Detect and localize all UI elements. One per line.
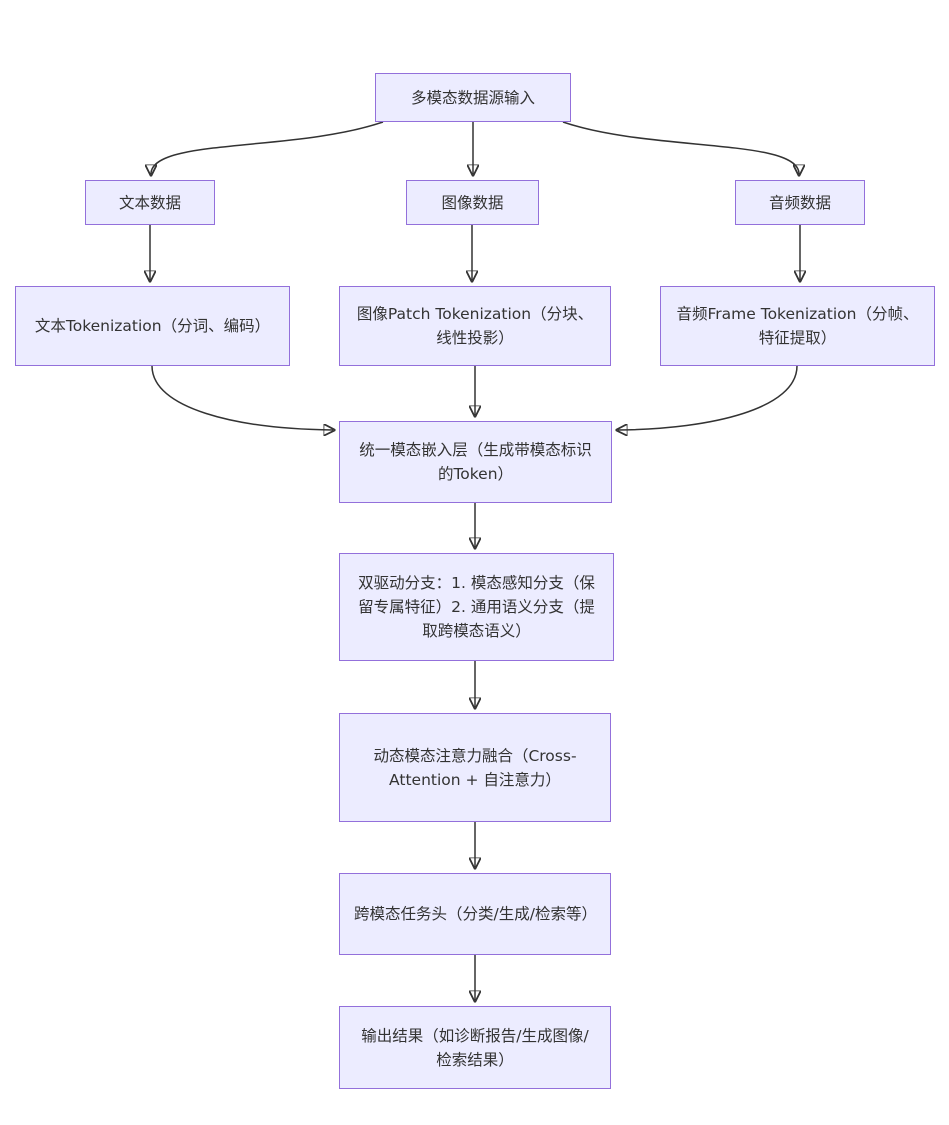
node-audio-frame-tokenization: 音频Frame Tokenization（分帧、特征提取） [660, 286, 935, 366]
node-text-data: 文本数据 [85, 180, 215, 225]
node-output-result: 输出结果（如诊断报告/生成图像/检索结果） [339, 1006, 611, 1089]
edge-input-to-text-data [151, 121, 384, 174]
node-text-tokenization: 文本Tokenization（分词、编码） [15, 286, 290, 366]
node-unified-embedding: 统一模态嵌入层（生成带模态标识的Token） [339, 421, 612, 503]
node-audio-data: 音频数据 [735, 180, 865, 225]
node-image-data: 图像数据 [406, 180, 539, 225]
node-attention-fusion: 动态模态注意力融合（Cross-Attention + 自注意力） [339, 713, 611, 822]
node-dual-branch: 双驱动分支：1. 模态感知分支（保留专属特征）2. 通用语义分支（提取跨模态语义… [339, 553, 614, 661]
edge-text-tokenization-to-embedding [151, 365, 333, 430]
node-task-head: 跨模态任务头（分类/生成/检索等） [339, 873, 611, 955]
node-image-patch-tokenization: 图像Patch Tokenization（分块、线性投影） [339, 286, 611, 366]
node-multimodal-input: 多模态数据源输入 [375, 73, 571, 122]
edge-input-to-audio-data [562, 121, 799, 174]
edge-audio-tokenization-to-embedding [618, 365, 798, 430]
